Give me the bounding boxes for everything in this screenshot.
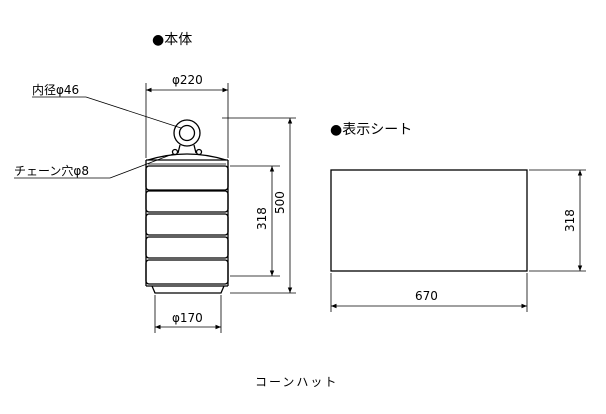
ring-neck xyxy=(177,144,197,154)
reflective-band-5 xyxy=(145,259,229,285)
sheet-height-dimension: 318 xyxy=(529,169,586,272)
chain-hole-callout: チェーン穴φ8 xyxy=(14,153,174,179)
base-foot xyxy=(151,285,225,294)
display-sheet-heading: ●表示シート xyxy=(330,122,412,138)
top-diameter-dimension: φ220 xyxy=(145,73,229,158)
reflective-band-4 xyxy=(145,236,229,259)
main-body-heading: ●本体 xyxy=(152,32,192,48)
top-diameter-label: φ220 xyxy=(172,73,203,87)
cone-hat-body xyxy=(145,119,229,294)
total-height-dimension: 500 xyxy=(222,117,296,294)
bottom-diameter-dimension: φ170 xyxy=(154,295,222,333)
band-height-dimension: 318 xyxy=(230,165,280,277)
reflective-band-3 xyxy=(145,213,229,236)
inner-diameter-label: 内径φ46 xyxy=(32,83,79,97)
total-height-label: 500 xyxy=(273,191,287,214)
band-height-label: 318 xyxy=(255,207,269,230)
bottom-diameter-label: φ170 xyxy=(172,311,203,325)
ring-handle-inner xyxy=(178,124,196,142)
chain-hole-right xyxy=(195,148,203,156)
inner-diameter-callout: 内径φ46 xyxy=(32,83,182,129)
chain-hole-label: チェーン穴φ8 xyxy=(14,163,89,178)
ring-handle-outer xyxy=(173,119,201,147)
top-dome xyxy=(147,153,227,161)
chain-hole-left xyxy=(171,148,179,156)
display-sheet-rect xyxy=(330,169,528,272)
sheet-width-label: 670 xyxy=(415,289,438,303)
reflective-band-1 xyxy=(145,165,229,191)
sheet-height-label: 318 xyxy=(563,209,577,232)
reflective-band-2 xyxy=(145,190,229,213)
product-caption: コーンハット xyxy=(255,375,338,389)
sheet-width-dimension: 670 xyxy=(330,273,528,312)
